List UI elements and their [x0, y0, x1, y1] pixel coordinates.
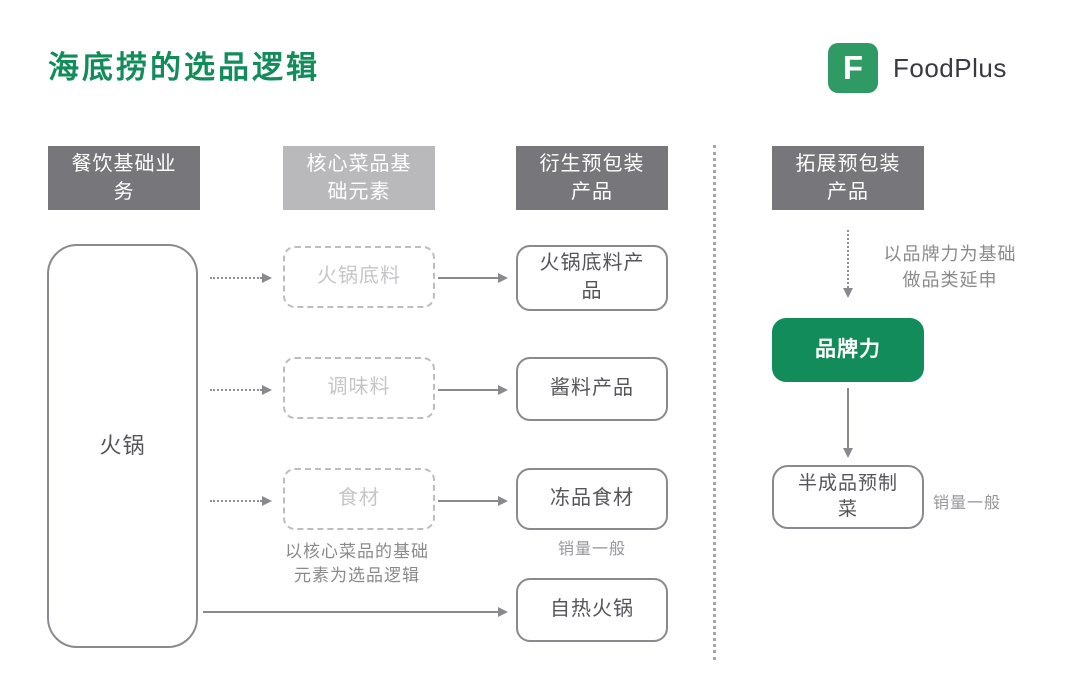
- foodplus-logo-text: FoodPlus: [893, 52, 1007, 83]
- arrowhead-down-icon: [843, 448, 853, 458]
- frozen-sales-note: 销量一般: [557, 541, 626, 558]
- foodplus-logo: F FoodPlus: [828, 43, 1007, 93]
- arrow-shaft: [210, 500, 262, 502]
- arrowhead-right-icon: [498, 496, 508, 506]
- arrowhead-down-icon: [843, 288, 853, 298]
- core-logic-caption: 以核心菜品的基础 元素为选品逻辑: [285, 542, 429, 586]
- arrowhead-right-icon: [262, 273, 272, 283]
- header-base-business: 餐饮基础业 务: [48, 146, 200, 210]
- arrow-shaft: [210, 277, 262, 279]
- product-self-heating-hotpot: 自热火锅: [516, 578, 668, 642]
- product-semi-finished-dishes: 半成品预制 菜: [772, 465, 924, 529]
- base-business-box: 火锅: [47, 244, 198, 648]
- product-frozen-ingredients: 冻品食材: [516, 468, 668, 530]
- product-sauce: 酱料产品: [516, 357, 668, 421]
- arrow-to-self-heating-hotpot: [203, 606, 508, 618]
- arrow-shaft: [210, 389, 262, 391]
- dotted-arrow-to-seasoning: [210, 384, 272, 396]
- arrow-shaft: [438, 277, 498, 279]
- arrow-to-hotpot-base-product: [438, 272, 508, 284]
- dotted-arrow-to-brand-power: [842, 230, 854, 298]
- dotted-arrow-to-ingredients: [210, 495, 272, 507]
- core-item-seasoning: 调味料: [283, 357, 435, 419]
- arrowhead-right-icon: [498, 607, 508, 617]
- arrow-shaft: [847, 230, 849, 288]
- dotted-arrow-to-hotpot-base: [210, 272, 272, 284]
- header-core-elements: 核心菜品基 础元素: [283, 146, 435, 210]
- arrowhead-right-icon: [498, 385, 508, 395]
- arrow-shaft: [203, 611, 498, 613]
- foodplus-logo-icon: F: [828, 43, 878, 93]
- arrow-to-frozen-ingredients: [438, 495, 508, 507]
- arrow-shaft: [438, 500, 498, 502]
- core-item-ingredients: 食材: [283, 468, 435, 530]
- arrow-to-semi-finished: [842, 388, 854, 458]
- arrow-shaft: [438, 389, 498, 391]
- arrowhead-right-icon: [262, 496, 272, 506]
- brand-power-box: 品牌力: [772, 318, 924, 382]
- semi-finished-sales-note: 销量一般: [933, 495, 1002, 512]
- brand-extension-note: 以品牌力为基础 做品类延申: [883, 244, 1017, 290]
- arrowhead-right-icon: [498, 273, 508, 283]
- arrowhead-right-icon: [262, 385, 272, 395]
- core-item-hotpot-base: 火锅底料: [283, 246, 435, 308]
- header-derived-products: 衍生预包装 产品: [516, 146, 668, 210]
- arrow-to-sauce-product: [438, 384, 508, 396]
- page-title: 海底捞的选品逻辑: [48, 50, 320, 85]
- section-divider: [713, 145, 716, 660]
- arrow-shaft: [847, 388, 849, 448]
- header-expanded-products: 拓展预包装 产品: [772, 146, 924, 210]
- product-hotpot-base: 火锅底料产 品: [516, 245, 668, 311]
